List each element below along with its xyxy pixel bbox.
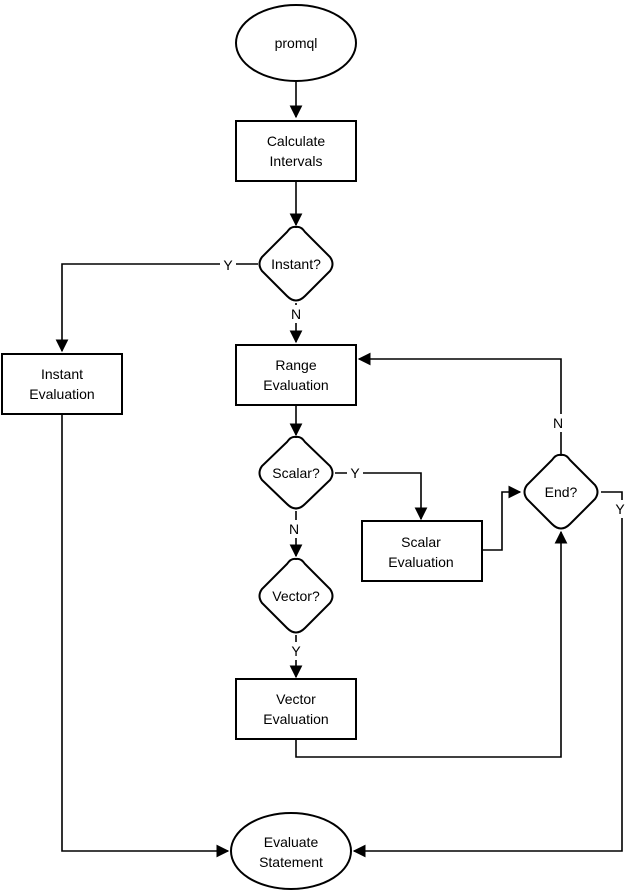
label-scalar-no: N [289,521,299,537]
edge-instant-yes-to-instant-eval [55,263,258,353]
node-instant-evaluation-line-2: Evaluation [29,386,94,402]
label-scalar-yes: Y [350,465,360,481]
node-vector-decision: Vector? [258,557,334,634]
node-instant-evaluation-line-1: Instant [41,366,83,382]
node-vector-evaluation: Vector Evaluation [235,678,357,740]
node-scalar-decision: Scalar? [258,435,334,510]
edge-labels: Y N Y N Y N Y [220,255,628,660]
label-instant-yes: Y [223,257,233,273]
node-calculate-intervals-line-2: Intervals [270,153,323,169]
node-calculate-intervals-line-1: Calculate [267,133,326,149]
node-scalar-decision-label: Scalar? [272,465,320,481]
node-end-decision: End? [523,453,599,530]
edge-scalar-yes-to-scalar-eval [335,472,428,521]
label-end-no: N [553,415,563,431]
edge-instant-eval-to-statement [61,414,230,858]
node-vector-evaluation-line-1: Vector [276,691,316,707]
edge-vector-eval-to-end [295,530,568,758]
label-end-yes: Y [615,501,625,517]
node-scalar-evaluation: Scalar Evaluation [361,520,483,582]
node-promql-label: promql [275,35,318,51]
node-vector-evaluation-line-2: Evaluation [263,711,328,727]
label-vector-yes: Y [291,643,301,659]
node-instant-decision-label: Instant? [271,256,321,272]
node-instant-evaluation: Instant Evaluation [1,353,123,415]
node-range-evaluation-line-1: Range [275,357,316,373]
edge-end-no-to-range [357,352,562,454]
node-vector-decision-label: Vector? [272,588,320,604]
node-end-decision-label: End? [545,484,578,500]
node-calculate-intervals: Calculate Intervals [235,120,357,182]
node-range-evaluation-line-2: Evaluation [263,377,328,393]
node-scalar-evaluation-line-1: Scalar [401,534,441,550]
node-evaluate-statement-line-1: Evaluate [264,834,319,850]
label-instant-no: N [291,306,301,322]
node-scalar-evaluation-line-2: Evaluation [388,554,453,570]
node-range-evaluation: Range Evaluation [235,344,357,406]
edge-scalar-eval-to-end [482,485,522,551]
node-evaluate-statement-line-2: Statement [259,854,323,870]
node-promql: promql [235,4,357,82]
node-evaluate-statement: Evaluate Statement [230,812,352,890]
edge-end-yes-to-statement [352,491,623,858]
node-instant-decision: Instant? [258,225,334,302]
